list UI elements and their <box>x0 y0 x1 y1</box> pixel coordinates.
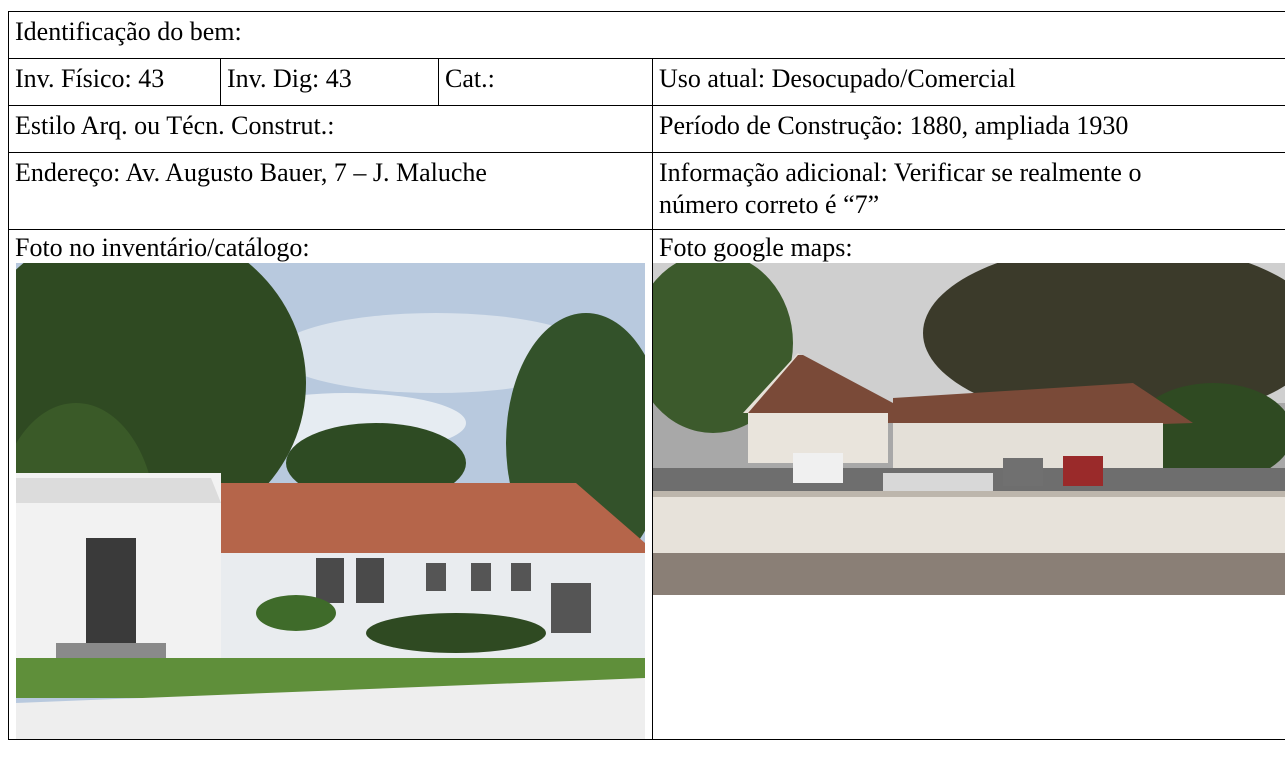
catalog-photo-cell: Foto no inventário/catálogo: <box>8 229 653 740</box>
maps-photo <box>653 263 1285 595</box>
maps-photo-cell: Foto google maps: <box>652 229 1285 740</box>
endereco-cell: Endereço: Av. Augusto Bauer, 7 – J. Malu… <box>8 152 653 230</box>
info-adicional-cell: Informação adicional: Verificar se realm… <box>652 152 1285 230</box>
maps-photo-caption: Foto google maps: <box>659 233 853 262</box>
estilo-cell: Estilo Arq. ou Técn. Construt.: <box>8 105 653 153</box>
inv-fisico-cell: Inv. Físico: 43 <box>8 58 221 106</box>
periodo-cell: Período de Construção: 1880, ampliada 19… <box>652 105 1285 153</box>
catalog-photo-caption: Foto no inventário/catálogo: <box>15 233 310 262</box>
cat-cell: Cat.: <box>438 58 653 106</box>
header-title: Identificação do bem: <box>8 11 1285 59</box>
info-line-2: número correto é “7” <box>659 190 880 219</box>
catalog-photo <box>16 263 645 739</box>
inv-dig-cell: Inv. Dig: 43 <box>220 58 439 106</box>
uso-atual-cell: Uso atual: Desocupado/Comercial <box>652 58 1285 106</box>
info-line-1: Informação adicional: Verificar se realm… <box>659 158 1142 187</box>
inventory-sheet: Identificação do bem: Inv. Físico: 43 In… <box>8 11 1285 740</box>
